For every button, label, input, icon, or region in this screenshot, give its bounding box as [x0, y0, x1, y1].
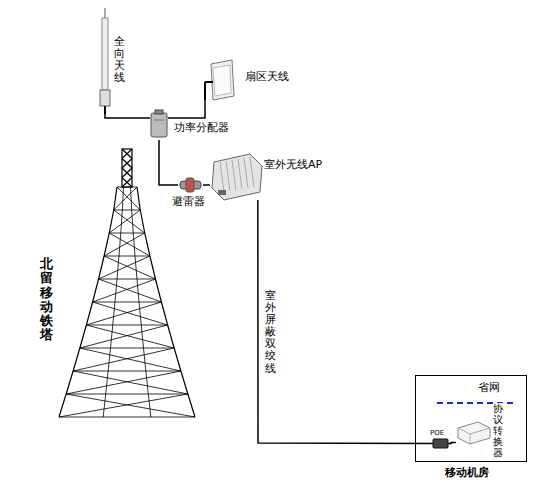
cable	[168, 100, 205, 118]
lattice-tower: 北留移动铁塔	[52, 145, 202, 420]
cable	[448, 443, 456, 444]
cable	[258, 200, 433, 444]
power-divider-icon	[150, 110, 168, 140]
omni-antenna-icon	[98, 8, 112, 114]
protocol-converter: 协议转换器	[456, 420, 491, 445]
outdoor-ap: 室外无线AP	[210, 152, 262, 200]
equipment-room: 移动机房协议转换器POE	[415, 375, 527, 462]
node-label: 功率分配器	[174, 121, 229, 134]
cable	[105, 114, 150, 118]
sector-antenna-icon	[205, 60, 235, 100]
lightning-arrester-icon	[178, 178, 203, 192]
outdoor-ap-icon	[210, 152, 262, 200]
network-boundary-line	[437, 402, 516, 404]
node-label: 协议转换器	[493, 403, 503, 458]
node-label: 北留移动铁塔	[40, 257, 53, 343]
lightning-arrester: 避雷器	[178, 178, 203, 192]
cable	[159, 140, 178, 185]
node-label: 避雷器	[172, 195, 205, 208]
omni-antenna: 全向天线	[98, 8, 112, 114]
sector-antenna: 扇区天线	[205, 60, 235, 100]
node-label: 扇区天线	[245, 70, 289, 83]
lattice-tower-icon	[52, 145, 202, 420]
power-divider: 功率分配器	[150, 110, 168, 140]
protocol-converter-icon	[456, 420, 491, 445]
node-label: 全向天线	[114, 36, 125, 84]
node-label: 移动机房	[445, 466, 489, 479]
network-label: 省网	[478, 381, 500, 394]
poe-injector: POE	[433, 439, 448, 448]
poe-injector-icon	[433, 439, 448, 448]
cable	[203, 184, 210, 186]
node-label: POE	[430, 429, 444, 437]
cable-label: 室外屏蔽双绞线	[265, 290, 276, 375]
node-label: 室外无线AP	[264, 158, 322, 171]
